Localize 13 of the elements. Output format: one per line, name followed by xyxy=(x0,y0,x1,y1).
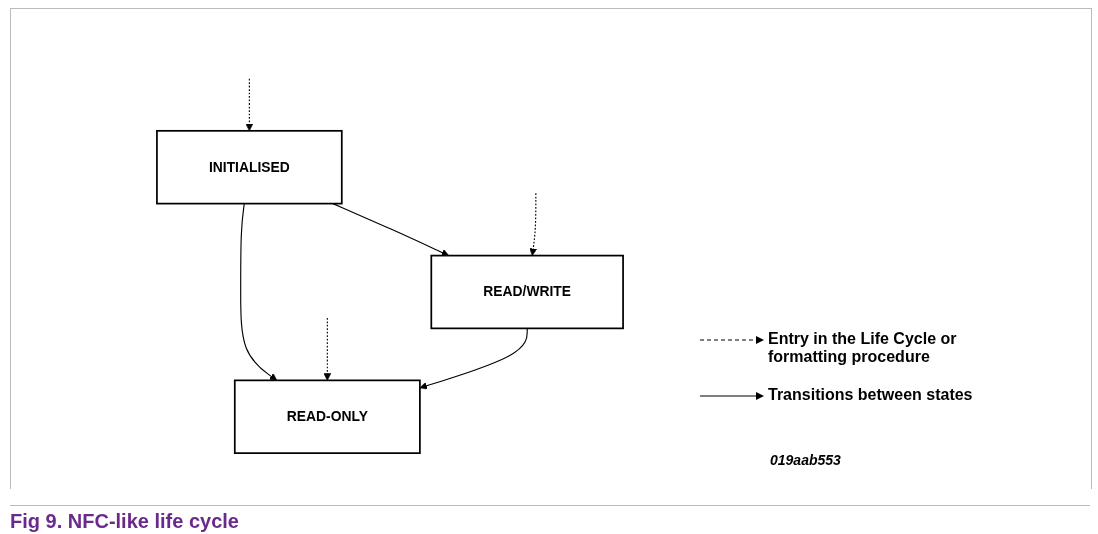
arrow xyxy=(419,327,528,390)
legend-text: Transitions between states xyxy=(768,386,973,404)
node-box: READ-ONLY xyxy=(233,379,421,454)
arrow xyxy=(332,203,450,257)
figure-code: 019aab553 xyxy=(770,452,841,468)
node-box: READ/WRITE xyxy=(430,254,624,330)
legend-text: Entry in the Life Cycle or formatting procedure xyxy=(768,330,958,366)
arrow xyxy=(240,203,278,381)
arrow xyxy=(245,78,254,132)
figure-caption: Fig 9. NFC-like life cycle xyxy=(10,510,239,532)
arrow xyxy=(323,317,332,381)
node-box: INITIALISED xyxy=(156,129,343,205)
arrow xyxy=(529,192,537,256)
